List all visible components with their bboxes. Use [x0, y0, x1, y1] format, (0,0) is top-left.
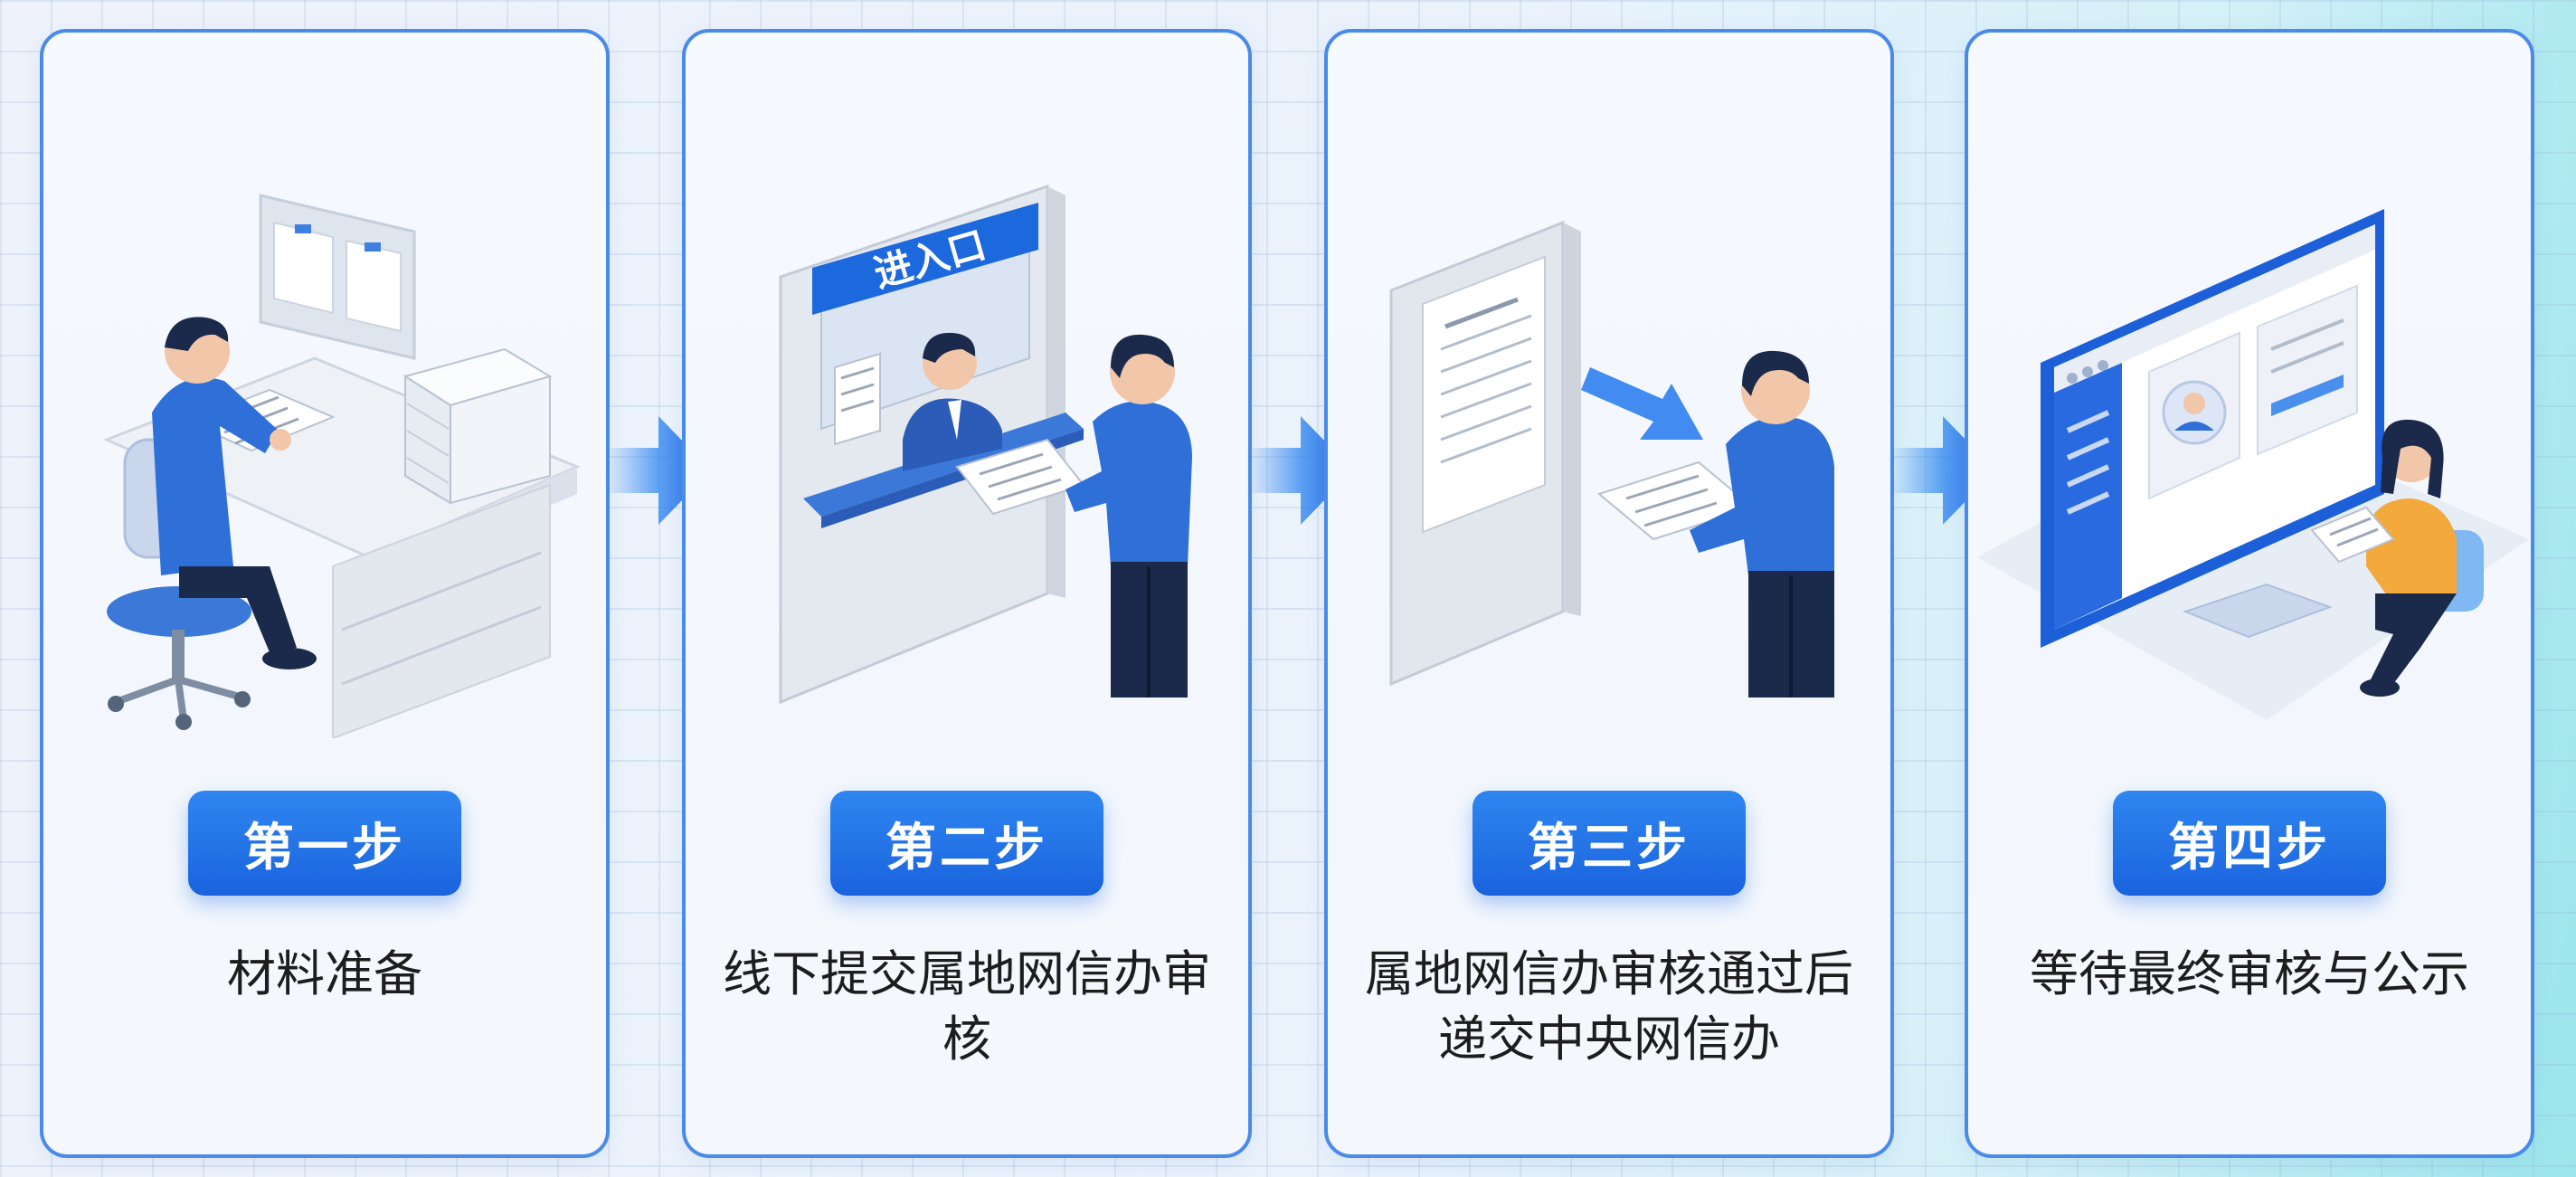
step-4-badge: 第四步 [2113, 791, 2386, 896]
step-3-badge: 第三步 [1473, 791, 1746, 896]
paper-stack [405, 349, 550, 503]
step-4-description: 等待最终审核与公示 [1986, 942, 2513, 1007]
document-board [1391, 223, 1581, 684]
step-3-card: 第三步 属地网信办审核通过后递交中央网信办 [1324, 29, 1894, 1158]
final-review-publicity-illustration [1968, 141, 2531, 738]
step-1-description: 材料准备 [62, 942, 588, 1007]
applicant-person [1065, 335, 1192, 698]
diagonal-arrow-icon [1581, 367, 1703, 440]
step-3-description: 属地网信办审核通过后递交中央网信办 [1346, 942, 1872, 1072]
counter-submission-illustration: 进入口 [686, 141, 1248, 738]
step-4-card: 第四步 等待最终审核与公示 [1965, 29, 2534, 1158]
material-preparation-illustration [43, 141, 606, 738]
step-2-badge: 第二步 [830, 791, 1103, 896]
notice-board [260, 195, 414, 358]
forward-to-central-illustration [1328, 141, 1890, 738]
step-1-card: 第一步 材料准备 [40, 29, 610, 1158]
step-2-card: 进入口 第二步 线下提交属地网信办审核 [682, 29, 1252, 1158]
step-1-badge: 第一步 [188, 791, 461, 896]
step-2-description: 线下提交属地网信办审核 [704, 942, 1230, 1072]
courier-person [1690, 351, 1834, 698]
